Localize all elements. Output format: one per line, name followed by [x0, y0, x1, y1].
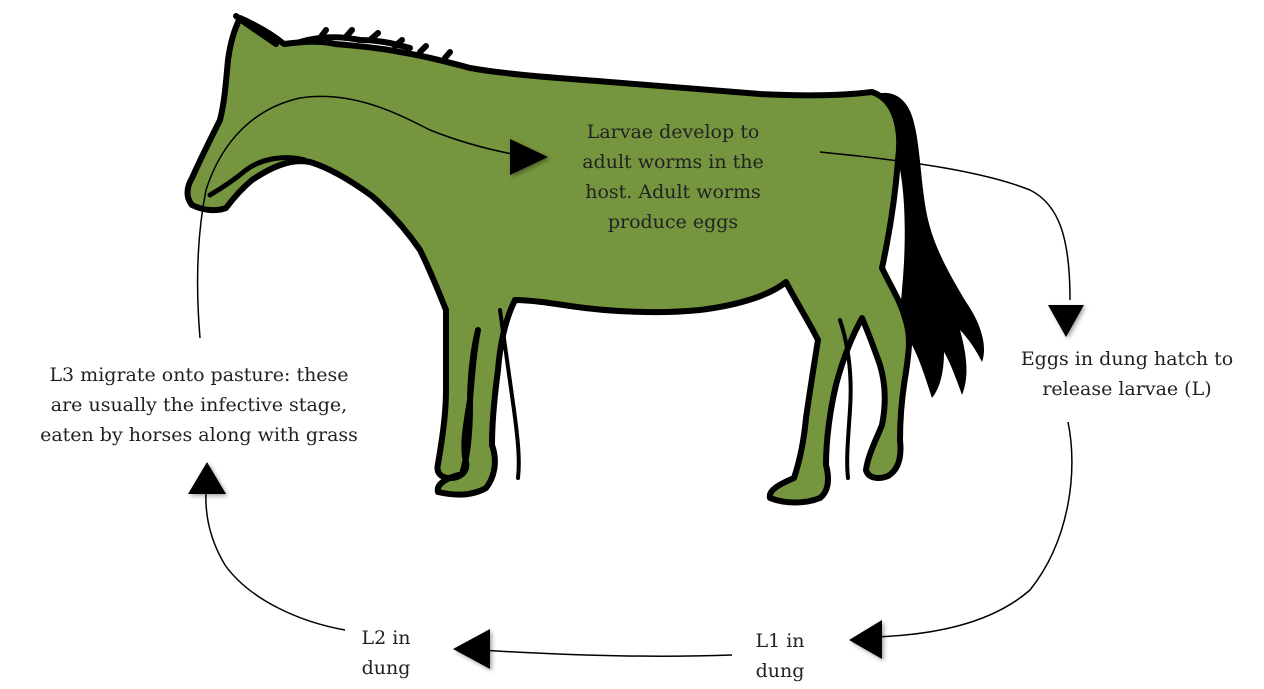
stage-adult-line: host. Adult worms: [548, 177, 798, 207]
stage-l3-line: eaten by horses along with grass: [4, 420, 394, 450]
stage-l3-label: L3 migrate onto pasture: these are usual…: [4, 360, 394, 450]
stage-l1-label: L1 in dung: [740, 626, 820, 686]
horse-foreleg-contour: [500, 310, 519, 478]
stage-l3-line: are usually the infective stage,: [4, 390, 394, 420]
stage-adult-line: Larvae develop to: [548, 117, 798, 147]
arrowhead-to-l3: [188, 462, 226, 494]
stage-adult-label: Larvae develop to adult worms in the hos…: [548, 117, 798, 237]
connector-eggs-to-l1: [875, 422, 1072, 637]
stage-l1-line: dung: [740, 656, 820, 686]
stage-l2-line: dung: [346, 653, 426, 683]
stage-eggs-label: Eggs in dung hatch to release larvae (L): [992, 344, 1262, 404]
stage-adult-line: produce eggs: [548, 207, 798, 237]
stage-eggs-line: Eggs in dung hatch to: [992, 344, 1262, 374]
stage-l1-line: L1 in: [740, 626, 820, 656]
stage-l2-label: L2 in dung: [346, 623, 426, 683]
connector-l2-to-l3: [206, 492, 345, 630]
arrowhead-to-l1: [849, 620, 882, 659]
stage-eggs-line: release larvae (L): [992, 374, 1262, 404]
connector-l1-to-l2: [480, 650, 732, 656]
stage-l2-line: L2 in: [346, 623, 426, 653]
arrowhead-to-eggs: [1048, 305, 1084, 337]
stage-adult-line: adult worms in the: [548, 147, 798, 177]
stage-l3-line: L3 migrate onto pasture: these: [4, 360, 394, 390]
arrowhead-to-l2: [453, 629, 490, 669]
